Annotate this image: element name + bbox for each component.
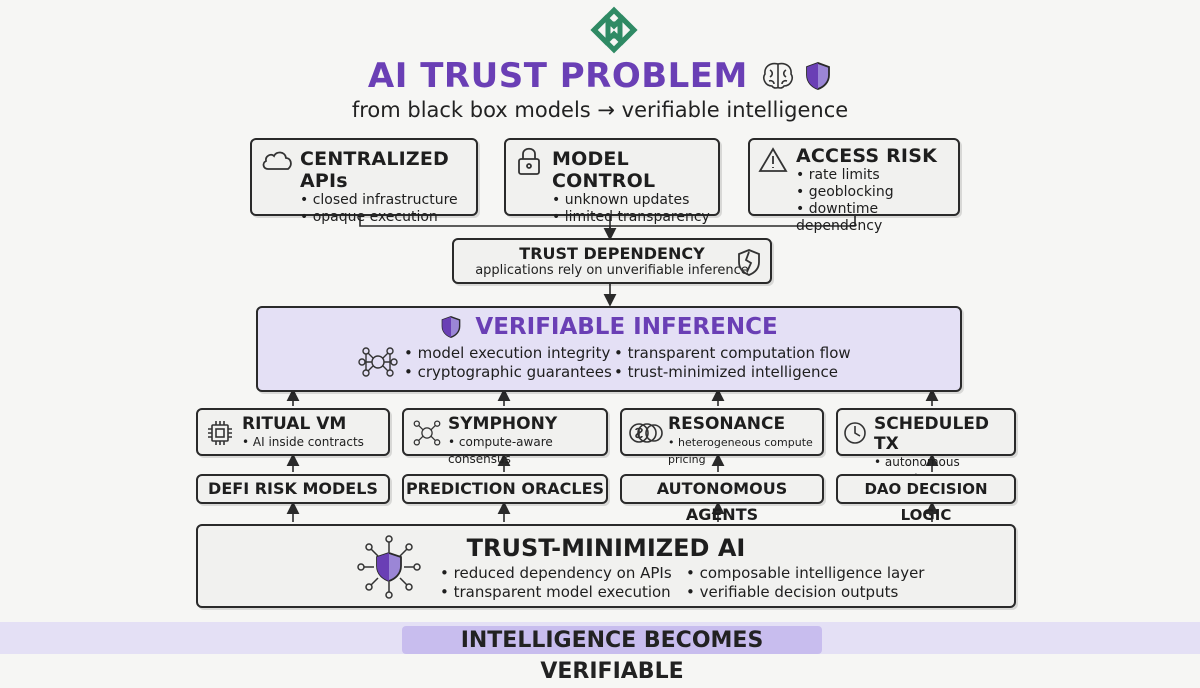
list-item: model execution integrity <box>404 344 612 363</box>
chip-icon <box>208 421 232 445</box>
model-control-box: MODEL CONTROL unknown updates limited tr… <box>504 138 720 225</box>
component-scheduled-tx: SCHEDULED TX autonomous execution <box>836 408 1016 486</box>
clock-icon <box>844 422 866 444</box>
list-item: reduced dependency on APIs <box>440 564 672 583</box>
knot-logo <box>590 6 638 54</box>
list-item: downtime dependency <box>796 201 958 235</box>
scheduled-tx-title: SCHEDULED TX <box>874 414 990 454</box>
shield-icon <box>441 316 461 338</box>
component-symphony: SYMPHONY compute-aware consensus <box>402 408 608 466</box>
list-item: AI inside contracts <box>242 434 388 451</box>
verifiable-inference-title: VERIFIABLE INFERENCE <box>475 314 778 340</box>
trust-minimized-title: TRUST-MINIMIZED AI <box>466 534 746 562</box>
use-case-agents: AUTONOMOUS AGENTS <box>620 474 824 524</box>
use-case-dao: DAO DECISION LOGIC <box>836 474 1016 524</box>
network-icon <box>413 420 441 446</box>
page-title: AI TRUST PROBLEM <box>0 56 1200 96</box>
trust-dependency-subtitle: applications rely on unverifiable infere… <box>475 263 749 278</box>
shield-network-icon <box>357 535 421 599</box>
ritual-vm-title: RITUAL VM <box>242 414 347 434</box>
centralized-apis-title: CENTRALIZED APIs <box>300 148 450 192</box>
list-item: opaque execution <box>300 209 476 226</box>
trust-dependency-title: TRUST DEPENDENCY <box>519 244 705 263</box>
list-item: heterogeneous compute pricing <box>668 434 822 468</box>
list-item: verifiable decision outputs <box>686 583 924 602</box>
footer-banner: INTELLIGENCE BECOMES VERIFIABLE <box>402 626 822 684</box>
coins-icon <box>629 423 663 443</box>
centralized-apis-box: CENTRALIZED APIs closed infrastructure o… <box>250 138 478 225</box>
list-item: compute-aware consensus <box>448 434 606 468</box>
trust-minimized-box: TRUST-MINIMIZED AI reduced dependency on… <box>196 524 1016 608</box>
list-item: trust-minimized intelligence <box>614 363 851 382</box>
shield-icon <box>806 62 830 90</box>
page-subtitle: from black box models → verifiable intel… <box>351 98 849 122</box>
list-item: closed infrastructure <box>300 192 476 209</box>
list-item: cryptographic guarantees <box>404 363 612 382</box>
resonance-title: RESONANCE <box>668 414 786 434</box>
trust-dependency-box: TRUST DEPENDENCY applications rely on un… <box>452 238 772 284</box>
use-case-oracles: PREDICTION ORACLES <box>402 474 608 504</box>
list-item: limited transparency <box>552 209 718 226</box>
list-item: composable intelligence layer <box>686 564 925 583</box>
list-item: rate limits <box>796 167 958 184</box>
network-icon <box>358 347 398 377</box>
verifiable-inference-box: VERIFIABLE INFERENCE model execution int… <box>256 306 962 392</box>
access-risk-box: ACCESS RISK rate limits geoblocking down… <box>748 138 960 234</box>
use-case-defi: DEFI RISK MODELS <box>196 474 390 504</box>
broken-shield-icon <box>738 249 760 276</box>
warning-icon <box>758 147 788 172</box>
model-control-title: MODEL CONTROL <box>552 148 656 192</box>
component-ritual-vm: RITUAL VM AI inside contracts <box>196 408 390 456</box>
symphony-title: SYMPHONY <box>448 414 558 434</box>
cloud-icon <box>262 151 292 170</box>
component-resonance: RESONANCE heterogeneous compute pricing <box>620 408 824 466</box>
access-risk-title: ACCESS RISK <box>796 145 938 167</box>
list-item: transparent model execution <box>440 583 672 602</box>
list-item: unknown updates <box>552 192 718 209</box>
lock-icon <box>518 147 540 175</box>
list-item: geoblocking <box>796 184 958 201</box>
list-item: transparent computation flow <box>614 344 851 363</box>
brain-icon <box>763 62 793 89</box>
